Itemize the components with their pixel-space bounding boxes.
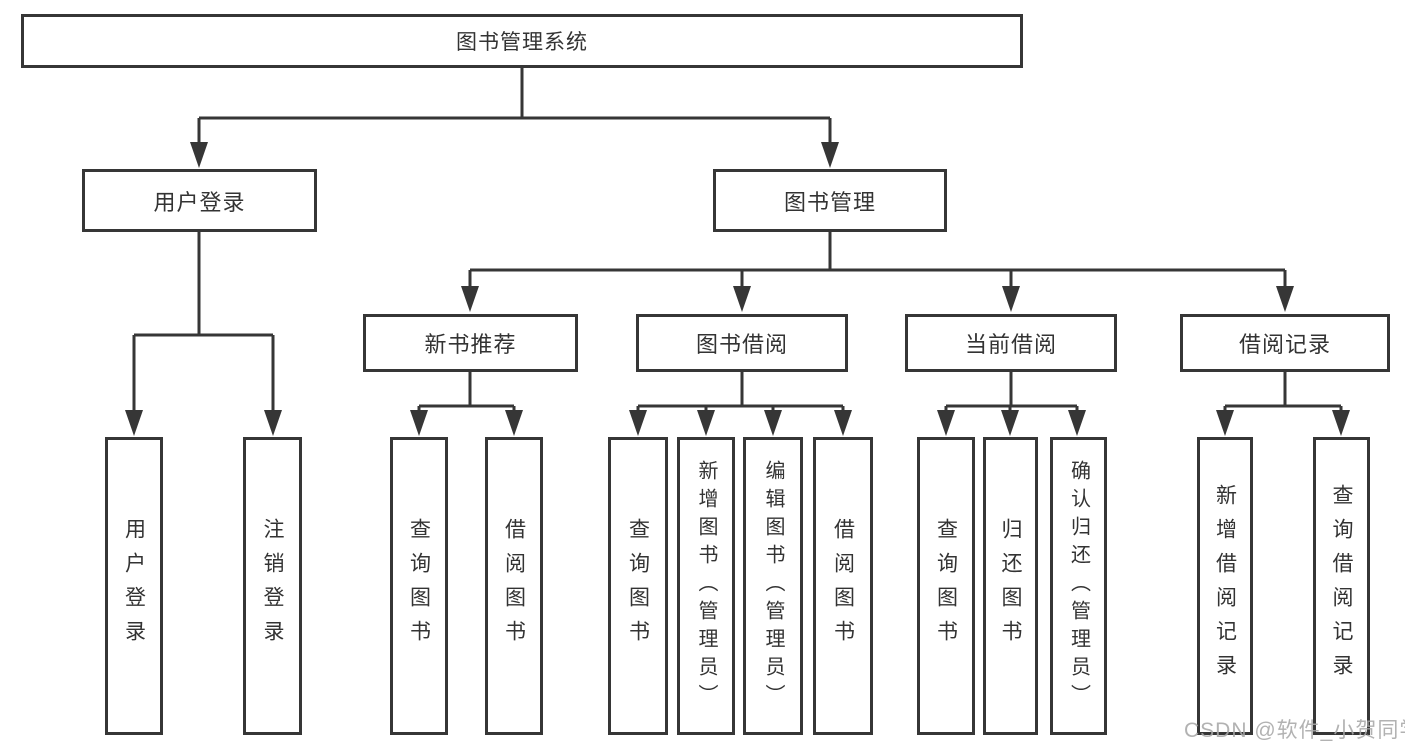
node-book-borrow: 图书借阅 <box>636 314 848 372</box>
arrowhead-icon <box>1001 410 1019 436</box>
arrowheads-level3 <box>461 286 1294 312</box>
leaf-add-borrow-record: 新增借阅记录 <box>1197 437 1253 735</box>
leaf-add-book-admin: 新增图书（管理员） <box>677 437 735 735</box>
arrowhead-icon <box>505 410 523 436</box>
connector-current-borrow-to-leaves <box>944 372 1079 414</box>
connector-book-borrow-to-leaves <box>636 372 845 414</box>
leaf-logout: 注销登录 <box>243 437 302 735</box>
arrowheads-current-borrow <box>937 410 1086 436</box>
leaf-user-login: 用户登录 <box>105 437 163 735</box>
node-borrow-records: 借阅记录 <box>1180 314 1390 372</box>
connector-root-to-level2 <box>197 68 832 146</box>
leaf-edit-book-admin: 编辑图书（管理员） <box>743 437 803 735</box>
leaf-query-borrow-record: 查询借阅记录 <box>1313 437 1370 735</box>
watermark: CSDN @软件_小贺同学 <box>1184 719 1405 742</box>
arrowheads-new-book <box>410 410 523 436</box>
arrowhead-icon <box>125 410 143 436</box>
connector-new-book-to-leaves <box>417 372 516 414</box>
arrowhead-icon <box>834 410 852 436</box>
arrowheads-borrow-records <box>1216 410 1350 436</box>
arrowhead-icon <box>1002 286 1020 312</box>
arrowhead-icon <box>1332 410 1350 436</box>
arrowheads-user-login <box>125 410 282 436</box>
arrowhead-icon <box>1216 410 1234 436</box>
leaf-query-books-recommend: 查询图书 <box>390 437 448 735</box>
leaf-query-books-borrow: 查询图书 <box>608 437 668 735</box>
arrowhead-icon <box>821 142 839 168</box>
node-user-login: 用户登录 <box>82 169 317 232</box>
node-current-borrow: 当前借阅 <box>905 314 1117 372</box>
arrowhead-icon <box>764 410 782 436</box>
arrowhead-icon <box>1068 410 1086 436</box>
arrowheads-book-borrow <box>629 410 852 436</box>
node-new-book-recommend: 新书推荐 <box>363 314 578 372</box>
node-book-management: 图书管理 <box>713 169 947 232</box>
connector-book-mgmt-to-level3 <box>468 232 1287 290</box>
arrowheads-level2 <box>190 142 839 168</box>
arrowhead-icon <box>937 410 955 436</box>
leaf-confirm-return-admin: 确认归还（管理员） <box>1050 437 1107 735</box>
leaf-borrow-books-recommend: 借阅图书 <box>485 437 543 735</box>
node-root-system: 图书管理系统 <box>21 14 1023 68</box>
leaf-query-books-current: 查询图书 <box>917 437 975 735</box>
leaf-borrow-books: 借阅图书 <box>813 437 873 735</box>
arrowhead-icon <box>410 410 428 436</box>
leaf-return-books: 归还图书 <box>983 437 1038 735</box>
arrowhead-icon <box>190 142 208 168</box>
arrowhead-icon <box>264 410 282 436</box>
connector-borrow-records-to-leaves <box>1223 372 1343 414</box>
connector-user-login-to-leaves <box>132 232 275 414</box>
arrowhead-icon <box>697 410 715 436</box>
arrowhead-icon <box>1276 286 1294 312</box>
arrowhead-icon <box>461 286 479 312</box>
arrowhead-icon <box>629 410 647 436</box>
arrowhead-icon <box>733 286 751 312</box>
